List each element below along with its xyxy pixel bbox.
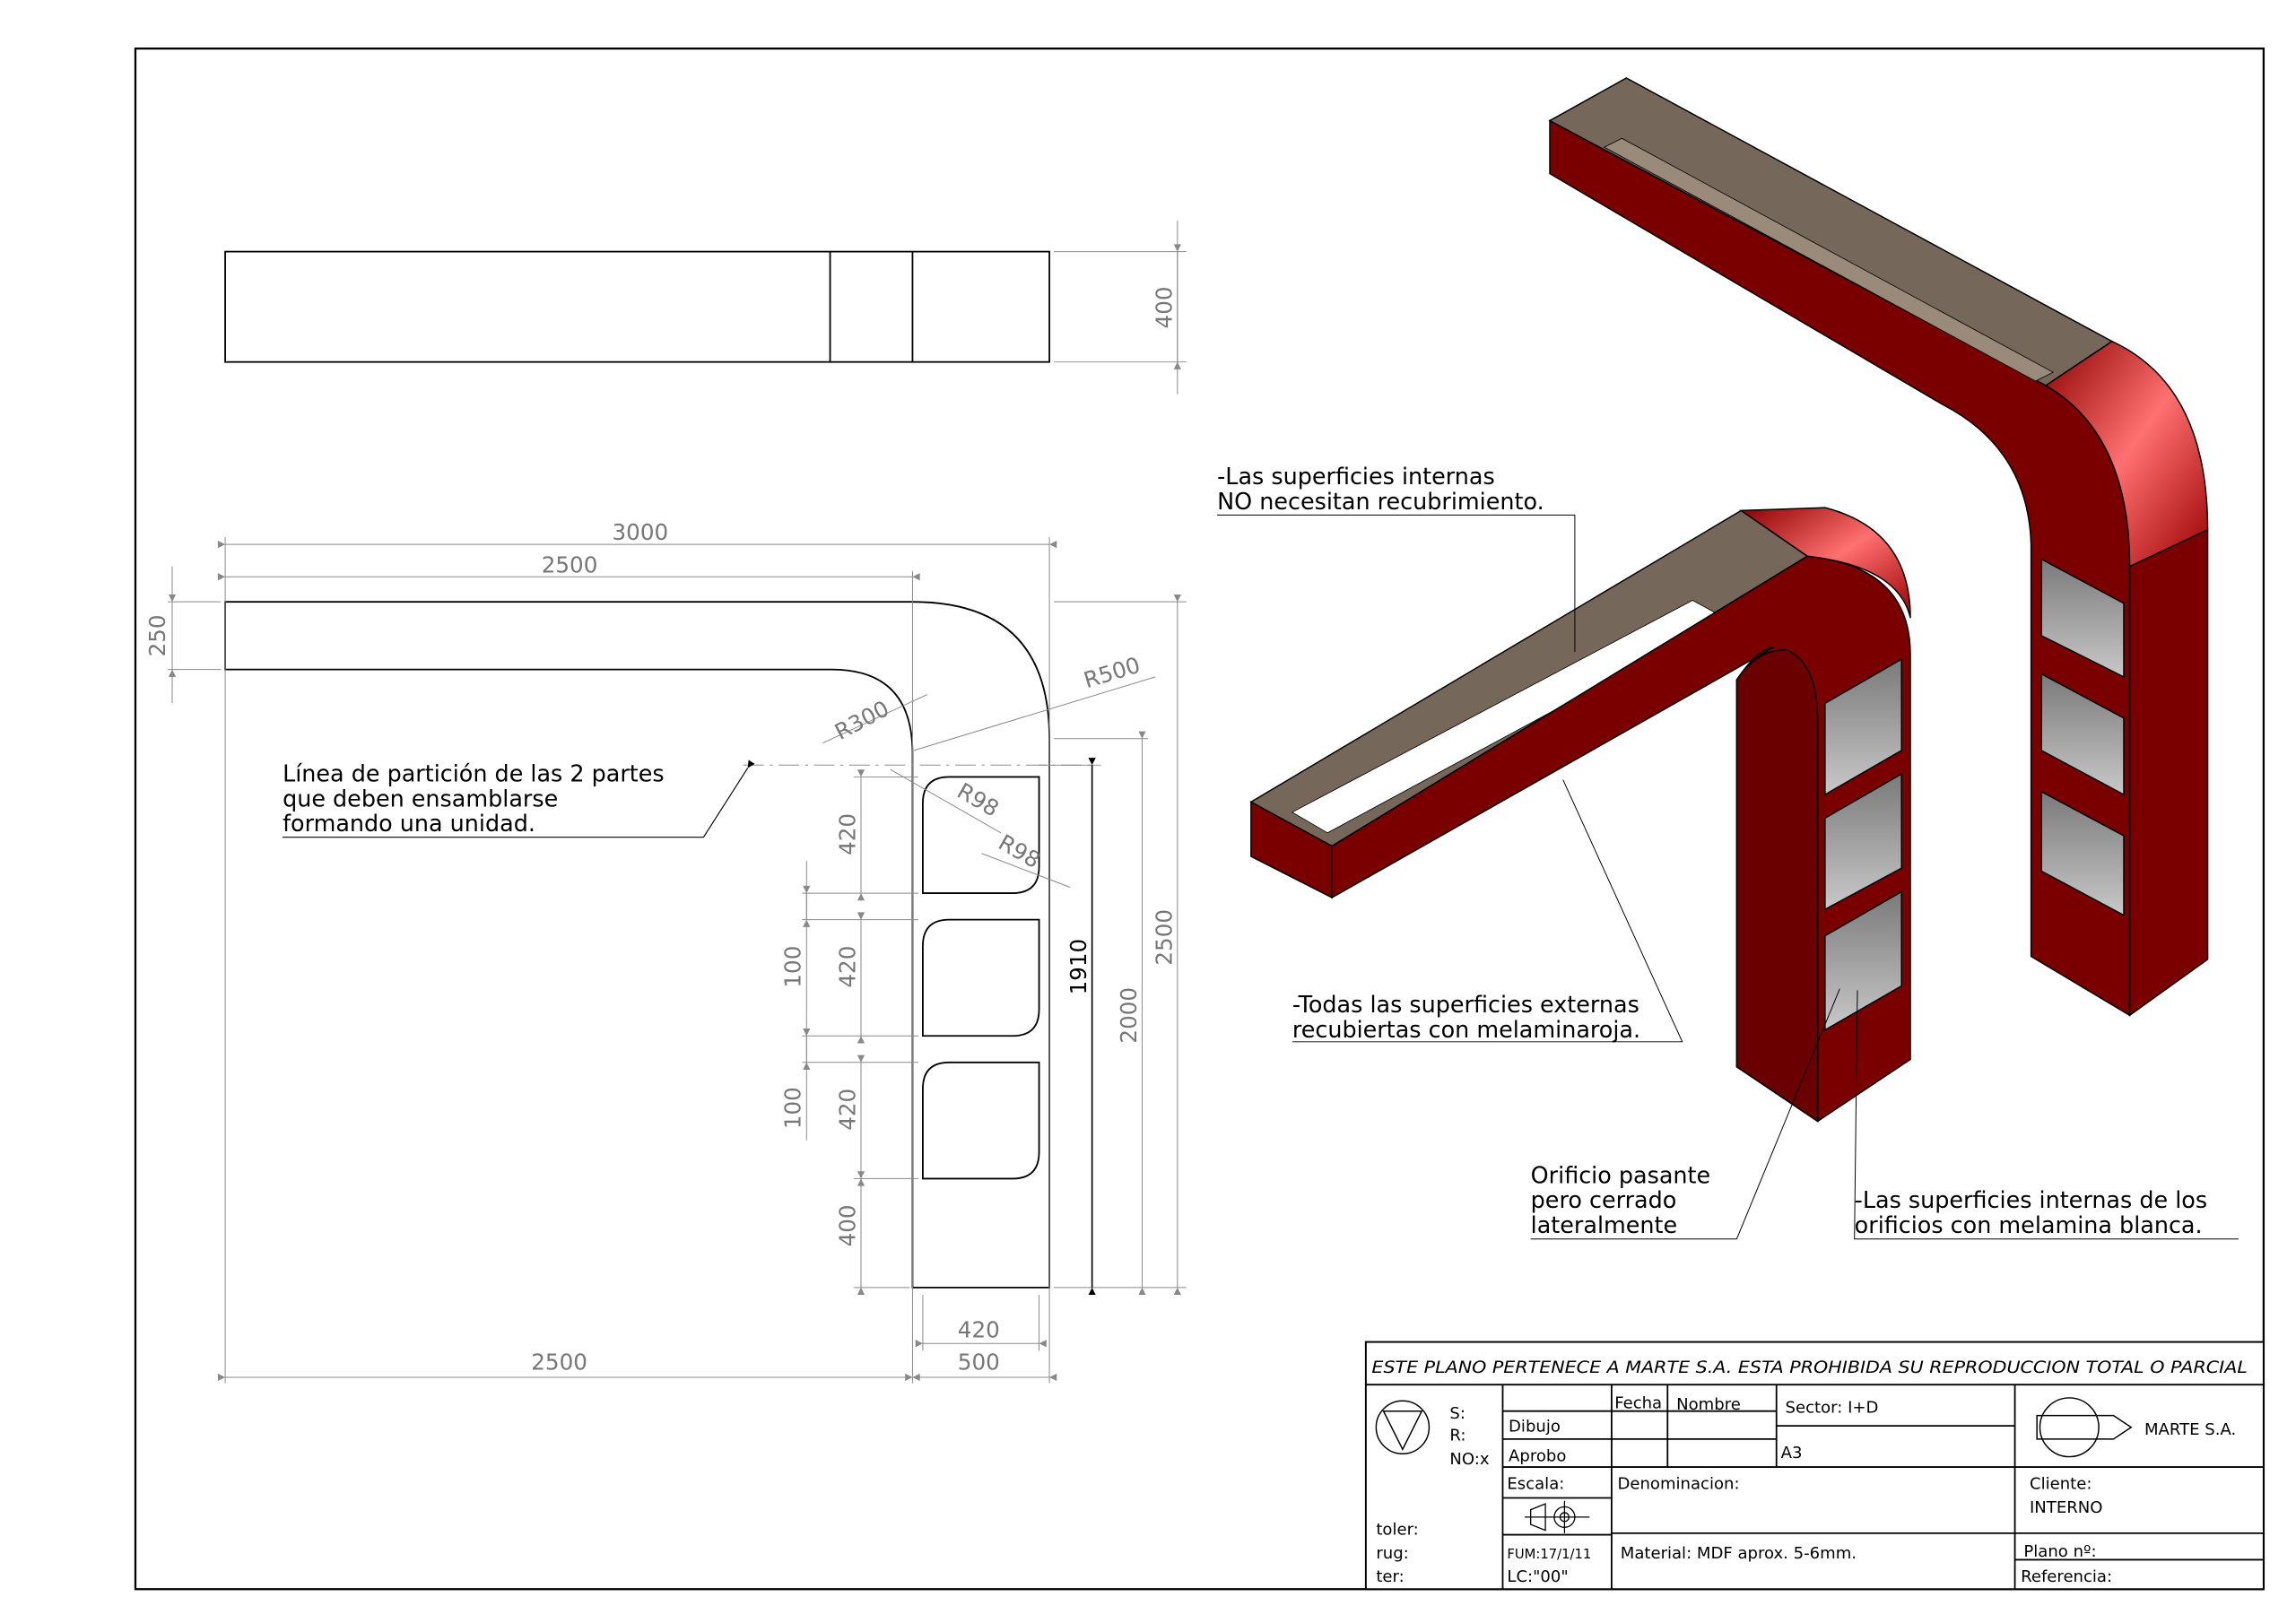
partition-leader [283,759,755,838]
hole-3 [922,1061,1040,1180]
label-no: NO:x [1449,1450,1489,1469]
lc-value: LC:"00" [1507,1567,1568,1586]
front-view-outline [224,601,1050,1289]
label-s: S: [1449,1404,1465,1423]
dim-hole-1: 420 [834,813,860,855]
label-rug: rug: [1376,1544,1408,1563]
material-value: Material: MDF aprox. 5-6mm. [1621,1544,1857,1563]
hole-1 [922,776,1040,894]
dim-column-inner-height: 1910 [1065,939,1091,995]
front-hole-2 [1824,772,1902,911]
label-dibujo: Dibujo [1509,1418,1561,1436]
label-cliente: Cliente: [2030,1475,2092,1494]
label-nombre: Nombre [1676,1395,1741,1414]
label-plano: Plano nº: [2023,1542,2096,1561]
label-escala: Escala: [1507,1475,1564,1494]
note-external-line-2: recubiertas con melaminaroja. [1292,1016,1640,1043]
back-hole-2 [2040,673,2125,796]
sheet-border [134,48,2266,1591]
dim-hole-3: 420 [834,1089,860,1131]
dim-gap-1: 100 [780,946,806,988]
note-hole-surfaces-line-2: orificios con melamina blanca. [1855,1211,2203,1238]
front-view: 3000 2500 420 500 2500 250 420 420 420 4… [144,519,1187,1384]
hole-2 [922,918,1040,1037]
back-hole-3 [2040,790,2125,916]
note-through-hole-line-2: pero cerrado [1531,1186,1677,1213]
company-name: MARTE S.A. [2144,1420,2236,1439]
dim-height-400: 400 [1151,286,1177,328]
company-logo-icon [2036,1397,2133,1458]
label-referencia: Referencia: [2021,1567,2112,1586]
dim-arm-length: 2500 [542,551,598,577]
isometric-front-piece [1249,507,1911,1123]
dim-arm-height: 250 [144,614,170,656]
label-fecha: Fecha [1614,1393,1662,1412]
dim-column-height: 2000 [1116,987,1142,1044]
label-aprobo: Aprobo [1509,1446,1566,1465]
note-through-hole-line-1: Orificio pasante [1531,1161,1710,1188]
fum-value: FUM:17/1/11 [1507,1547,1591,1562]
label-r: R: [1449,1427,1465,1445]
dim-hole-radius-2: R98 [994,829,1044,873]
note-through-hole-line-3: lateralmente [1531,1211,1677,1238]
front-hole-1 [1824,657,1902,796]
back-hole-1 [2040,558,2125,679]
partition-note-line-2: que deben ensamblarse [283,785,558,812]
dim-gap-2: 100 [780,1087,806,1129]
sector-value: Sector: I+D [1786,1398,1879,1417]
dim-hole-2: 420 [834,946,860,988]
projection-symbol-icon [1525,1500,1590,1533]
cliente-value: INTERNO [2030,1498,2103,1517]
label-toler: toler: [1376,1521,1418,1540]
title-block: ESTE PLANO PERTENECE A MARTE S.A. ESTA P… [1364,1341,2265,1591]
dim-bottom-length: 2500 [531,1350,587,1376]
note-internal-line-1: -Las superficies internas [1217,463,1495,490]
label-ter: ter: [1376,1567,1404,1586]
surface-finish-icon [1375,1400,1431,1455]
dim-base: 400 [834,1204,860,1246]
dim-total-height: 2500 [1151,909,1177,966]
top-view: 400 [224,221,1187,395]
dim-column-width: 500 [958,1350,1000,1376]
dim-outer-radius: R500 [1081,652,1144,693]
isometric-back-piece [1548,77,2209,1017]
ownership-notice: ESTE PLANO PERTENECE A MARTE S.A. ESTA P… [1371,1358,2247,1377]
annotations: -Las superficies internas NO necesitan r… [1217,463,2239,1240]
dim-hole-radius-1: R98 [952,777,1003,821]
dim-hole-width: 420 [958,1317,1000,1343]
partition-note-line-3: formando una unidad. [283,810,535,837]
note-external-line-1: -Todas las superficies externas [1292,991,1639,1018]
partition-note-line-1: Línea de partición de las 2 partes [283,759,665,786]
dim-inner-radius: R300 [831,695,893,745]
note-internal-line-2: NO necesitan recubrimiento. [1217,488,1544,515]
label-denominacion: Denominacion: [1617,1475,1739,1494]
sheet-format: A3 [1781,1444,1803,1462]
front-hole-3 [1824,890,1902,1031]
dim-total-width: 3000 [613,519,669,545]
note-hole-surfaces-line-1: -Las superficies internas de los [1855,1186,2207,1213]
